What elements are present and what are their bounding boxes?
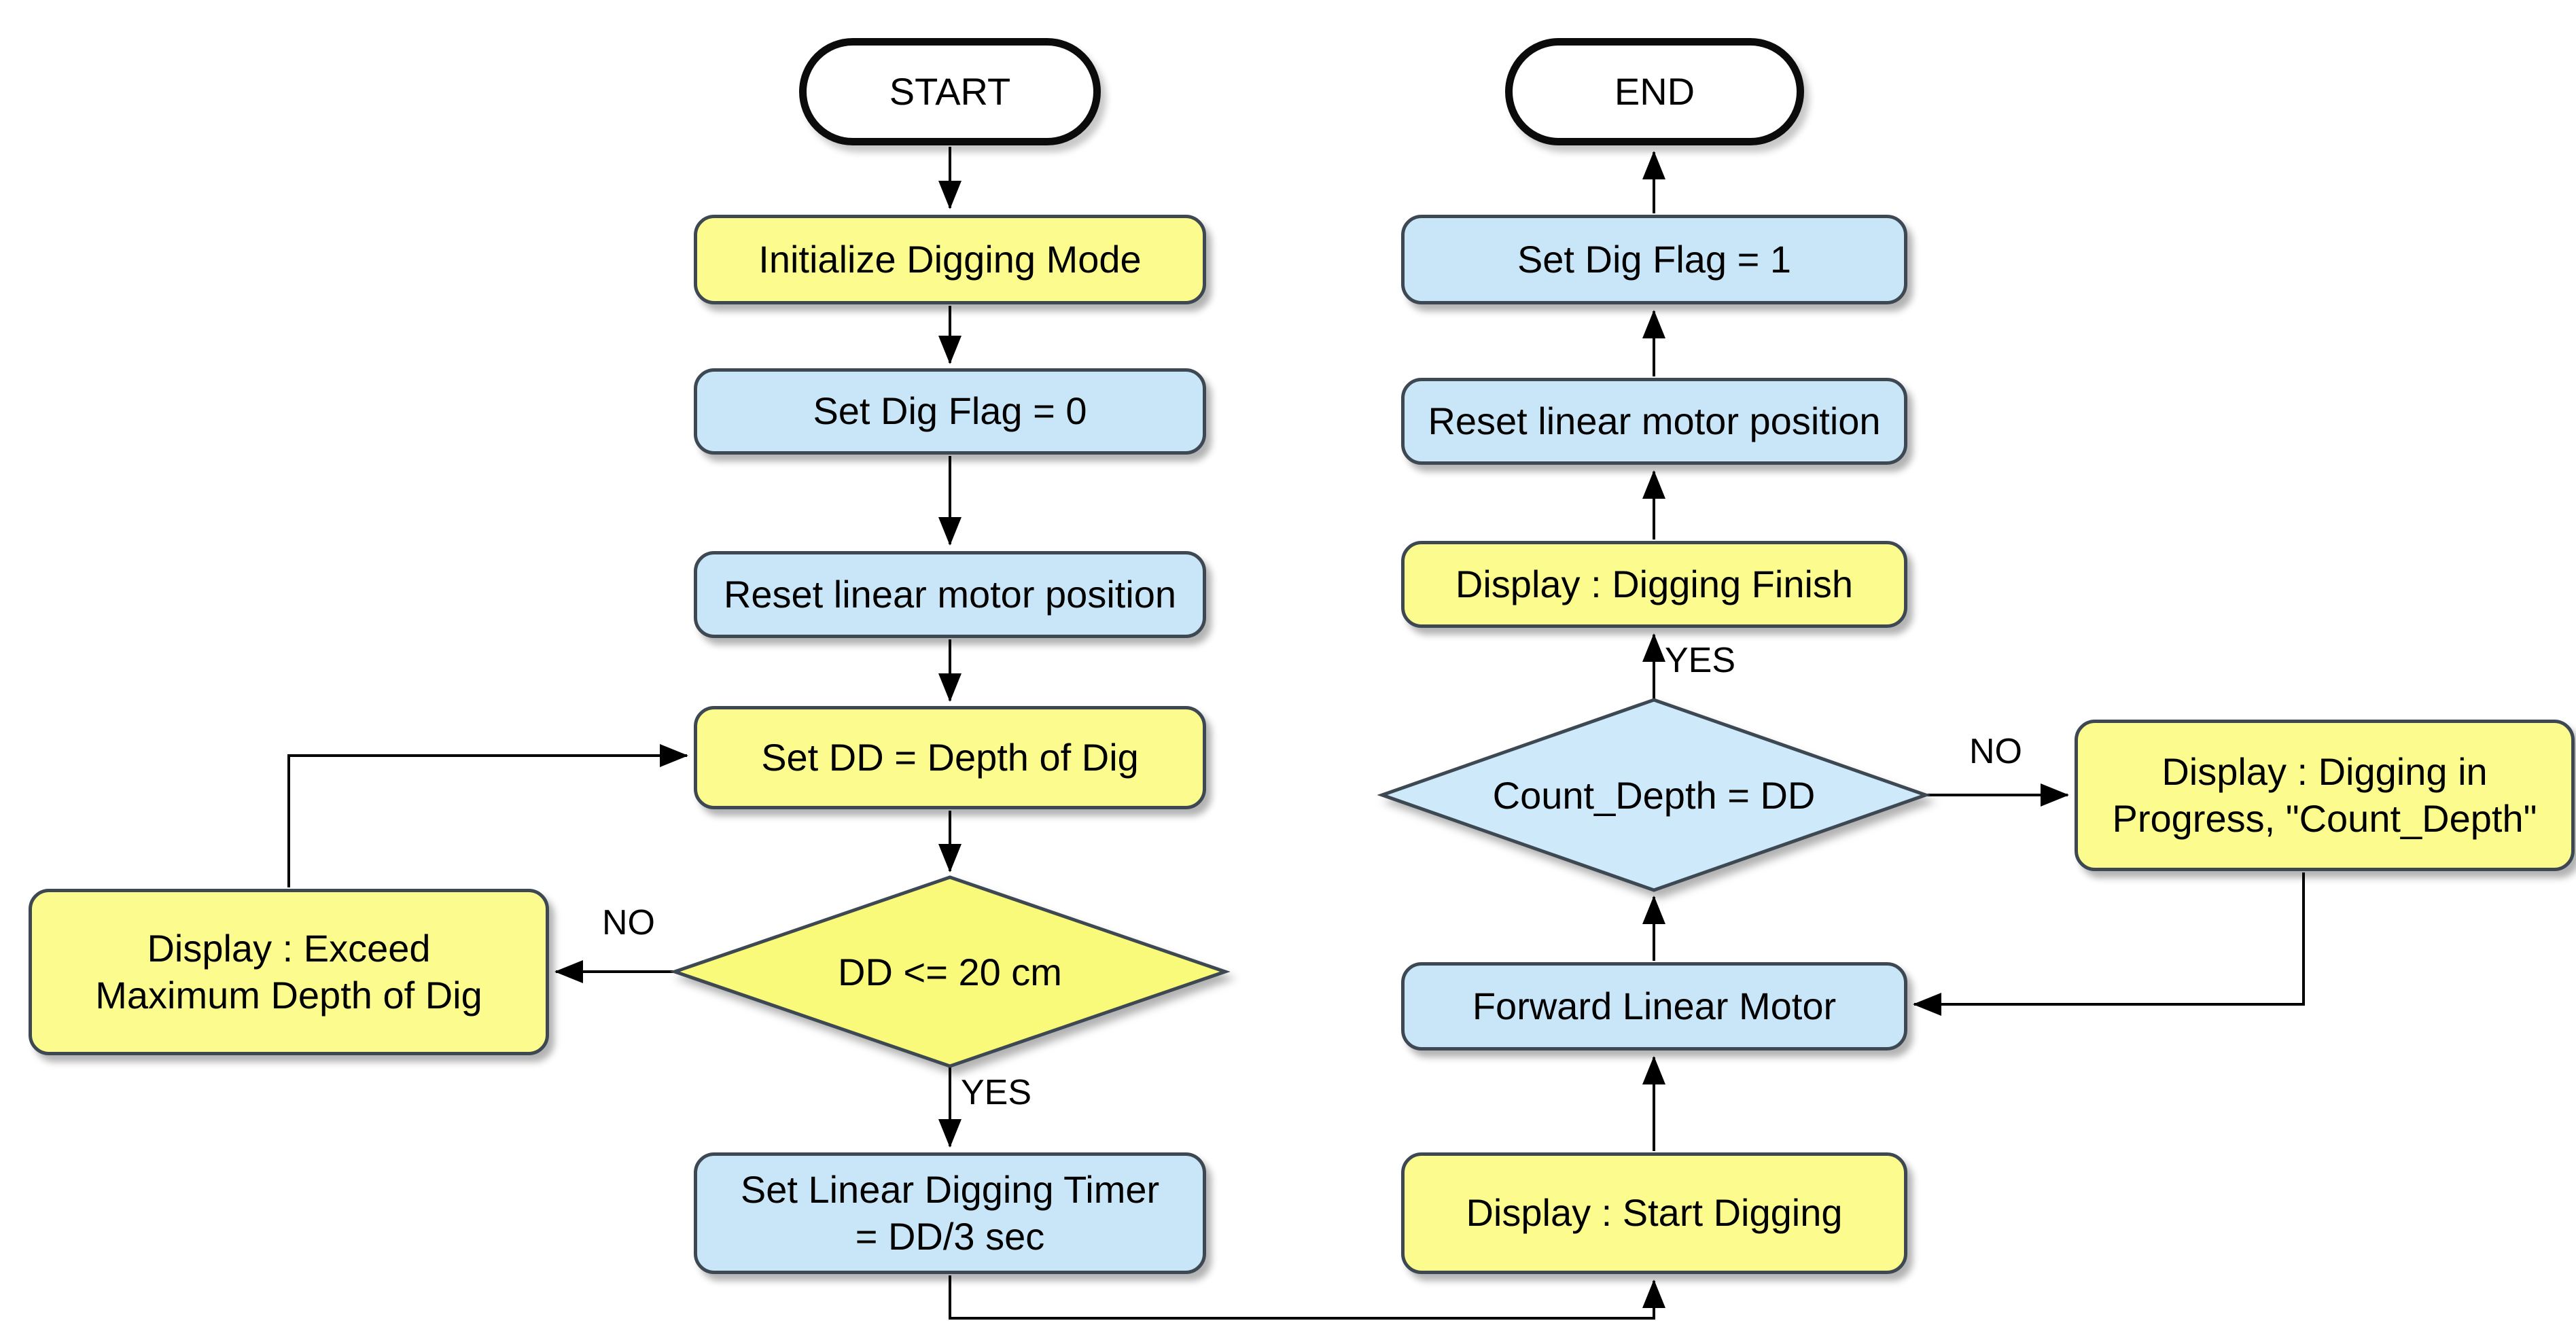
node-initialize-label: Initialize Digging Mode <box>758 237 1142 281</box>
node-reset-motor-left-label: Reset linear motor position <box>723 572 1177 616</box>
dd-decision-label: DD <= 20 cm <box>838 950 1062 993</box>
node-forward-motor-label: Forward Linear Motor <box>1472 984 1837 1027</box>
edge-label-dd-yes: YES <box>961 1073 1032 1112</box>
node-set-dig-flag-1: Set Dig Flag = 1 <box>1401 215 1907 304</box>
node-reset-motor-right-label: Reset linear motor position <box>1428 399 1881 442</box>
node-start-digging-display-label: Display : Start Digging <box>1466 1191 1843 1235</box>
node-start-digging-display: Display : Start Digging <box>1401 1152 1907 1274</box>
node-finish-display: Display : Digging Finish <box>1401 541 1907 628</box>
edge-label-dd-no: NO <box>602 903 655 942</box>
edge-settimer-to-startdigging <box>949 1275 1665 1320</box>
node-initialize-digging-mode: Initialize Digging Mode <box>694 215 1206 304</box>
node-forward-motor: Forward Linear Motor <box>1401 962 1907 1050</box>
edge-exceed-loop-to-setdd <box>287 744 688 887</box>
count-decision-diamond <box>1377 698 1931 892</box>
count-decision-label: Count_Depth = DD <box>1492 773 1816 817</box>
node-set-timer: Set Linear Digging Timer= DD/3 sec <box>694 1152 1206 1274</box>
edge-label-count-no: NO <box>1969 732 2022 771</box>
node-reset-motor-left: Reset linear motor position <box>694 551 1206 638</box>
node-start: START <box>799 38 1101 145</box>
node-end-label: END <box>1614 69 1695 113</box>
dd-decision-diamond <box>669 875 1231 1068</box>
node-finish-display-label: Display : Digging Finish <box>1455 562 1854 605</box>
node-start-label: START <box>889 69 1011 113</box>
edge-progress-to-forward <box>1913 872 2305 1016</box>
node-set-dd: Set DD = Depth of Dig <box>694 706 1206 809</box>
node-end: END <box>1505 38 1804 145</box>
node-set-dig-flag-0-label: Set Dig Flag = 0 <box>813 389 1087 433</box>
node-set-timer-label: Set Linear Digging Timer= DD/3 sec <box>740 1168 1160 1258</box>
node-set-dig-flag-0: Set Dig Flag = 0 <box>694 368 1206 455</box>
node-reset-motor-right: Reset linear motor position <box>1401 378 1907 465</box>
node-set-dig-flag-1-label: Set Dig Flag = 1 <box>1517 237 1792 281</box>
node-set-dd-label: Set DD = Depth of Dig <box>761 735 1139 779</box>
edge-label-count-yes: YES <box>1665 641 1736 680</box>
